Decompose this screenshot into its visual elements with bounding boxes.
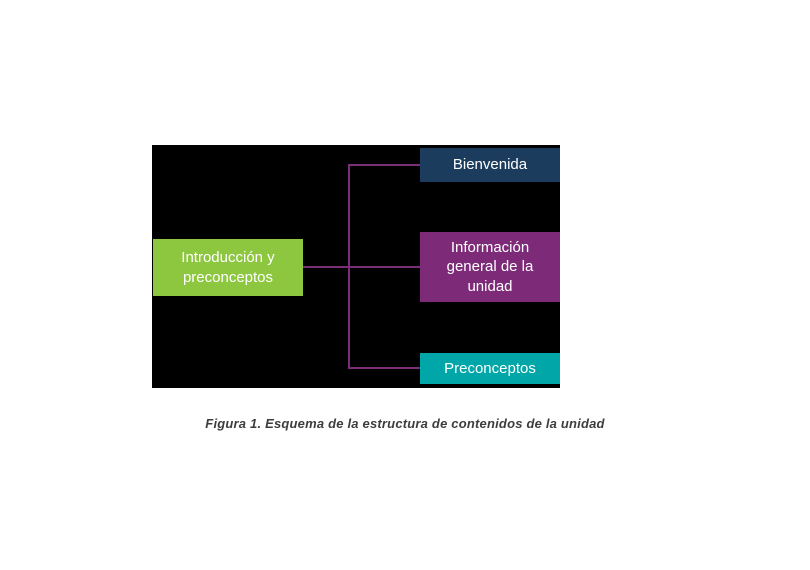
- figure-caption: Figura 1. Esquema de la estructura de co…: [205, 416, 605, 431]
- connector-branch-informacion: [350, 266, 420, 268]
- child-node-preconceptos: Preconceptos: [420, 353, 560, 384]
- root-node-introduccion-preconceptos: Introducción y preconceptos: [153, 239, 303, 296]
- root-node-label: Introducción y preconceptos: [181, 249, 275, 286]
- connector-branch-bienvenida: [350, 164, 420, 166]
- child-node-informacion-general-label: Información general de la unidad: [446, 238, 534, 295]
- child-node-bienvenida: Bienvenida: [420, 148, 560, 182]
- child-node-preconceptos-label: Preconceptos: [444, 359, 536, 377]
- connector-spine: [348, 164, 350, 369]
- connector-root-to-spine: [303, 266, 349, 268]
- child-node-informacion-general: Información general de la unidad: [420, 232, 560, 302]
- child-node-bienvenida-label: Bienvenida: [452, 156, 528, 174]
- connector-branch-preconceptos: [350, 367, 420, 369]
